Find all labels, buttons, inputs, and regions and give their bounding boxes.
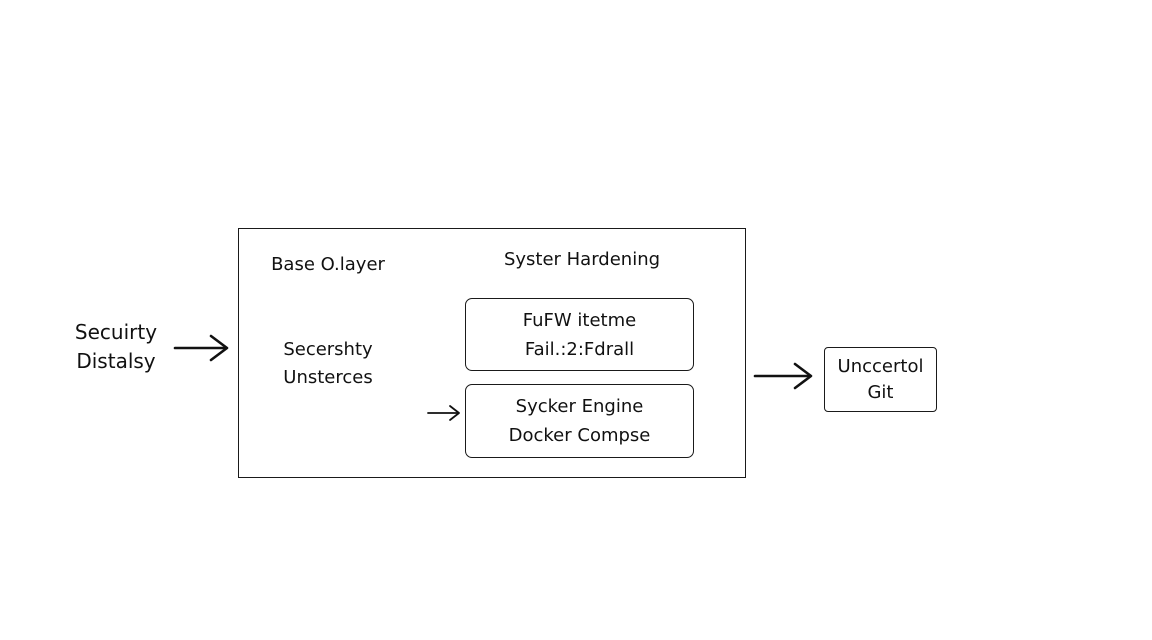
input-arrow	[173, 334, 229, 362]
input-line-1: Secuirty	[74, 320, 158, 344]
output-arrow	[753, 362, 813, 390]
input-node: Secuirty Distalsy	[60, 318, 172, 376]
docker-line-1: Sycker Engine	[515, 396, 644, 417]
firewall-line-2: Fail.:2:Fdrall	[524, 338, 635, 360]
main-container-box	[238, 228, 746, 478]
firewall-box: FuFW itetme Fail.:2:Fdrall	[465, 298, 694, 371]
output-line-2: Git	[867, 381, 894, 403]
inner-arrow	[427, 405, 460, 421]
left-heading: Base O.layer	[271, 254, 385, 275]
firewall-line-1: FuFW itetme	[522, 309, 637, 331]
docker-line-2: Docker Compse	[508, 425, 651, 446]
docker-box: Sycker Engine Docker Compse	[465, 384, 694, 458]
right-heading: Syster Hardening	[503, 249, 661, 270]
inner-text-line-1: Secershty	[283, 339, 373, 360]
output-line-1: Unccertol	[837, 355, 924, 377]
input-line-2: Distalsy	[76, 349, 156, 373]
output-node-box: Unccertol Git	[824, 347, 937, 412]
inner-text-block: Secershty Unsterces	[262, 336, 394, 392]
inner-text-line-2: Unsterces	[283, 367, 373, 388]
